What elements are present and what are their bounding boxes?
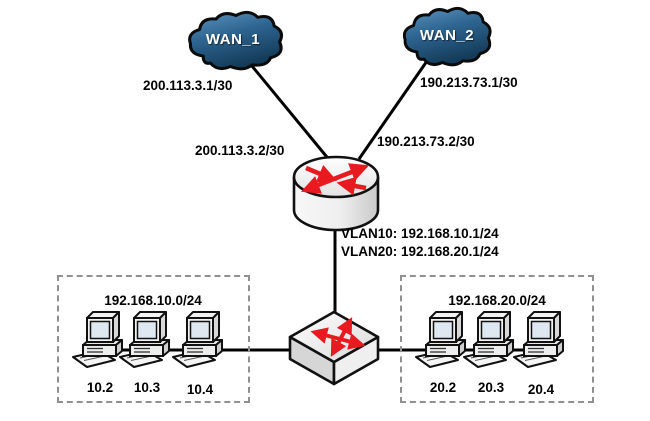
lan-left-boundary (57, 275, 250, 403)
router-vlan20-label: VLAN20: 192.168.20.1/24 (341, 244, 499, 259)
link-wan1-router (250, 65, 333, 163)
router-wan1-interface-ip: 200.113.3.2/30 (195, 143, 285, 158)
lan-left-subnet-label: 192.168.10.0/24 (104, 293, 202, 308)
host-label-10-4: 10.4 (186, 382, 214, 397)
router-wan2-interface-ip: 190.213.73.2/30 (377, 134, 475, 149)
wan1-interface-ip: 200.113.3.1/30 (143, 78, 233, 93)
lan-right-subnet-label: 192.168.20.0/24 (448, 293, 546, 308)
host-label-10-3: 10.3 (133, 380, 161, 395)
lan-right-boundary (400, 275, 594, 403)
router-arrows (300, 163, 370, 196)
switch-arrows (310, 317, 366, 357)
host-label-20-2: 20.2 (429, 380, 457, 395)
link-wan2-router (357, 60, 429, 160)
router-vlan10-label: VLAN10: 192.168.10.1/24 (341, 226, 499, 241)
switch-icon (288, 310, 380, 386)
wan2-label: WAN_2 (419, 27, 475, 44)
wan1-cloud-icon (188, 10, 283, 71)
router-icon (292, 155, 380, 232)
wan1-label: WAN_1 (205, 31, 261, 48)
host-label-20-3: 20.3 (477, 380, 505, 395)
host-label-10-2: 10.2 (86, 380, 114, 395)
host-label-20-4: 20.4 (527, 382, 555, 397)
wan2-interface-ip: 190.213.73.1/30 (420, 75, 518, 90)
wan2-cloud-icon (402, 6, 492, 67)
